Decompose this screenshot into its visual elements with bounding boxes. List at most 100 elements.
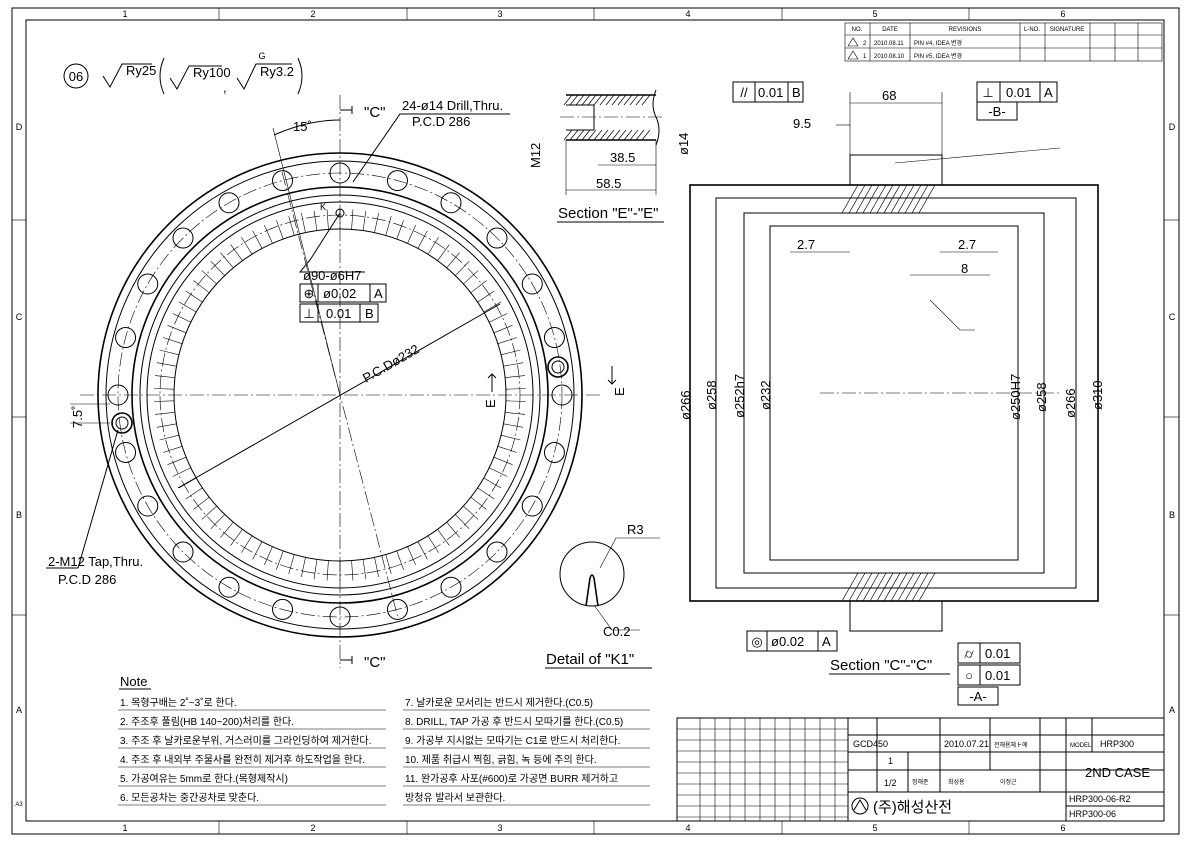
roundness-icon: ○: [965, 668, 973, 683]
pin-tooth: [396, 220, 404, 240]
hatch-line: [599, 94, 609, 106]
zone-row-left-b: B: [16, 510, 22, 520]
hatch-line: [641, 94, 651, 106]
hatch-line: [569, 129, 579, 141]
pin-tooth: [220, 521, 234, 538]
perpendicularity-frame-b: ⊥ 0.01 A -B-: [976, 81, 1058, 121]
rev-header-revisions: REVISIONS: [949, 27, 982, 33]
rev-header-no: NO.: [852, 27, 863, 33]
section-c-hatch: [841, 184, 936, 602]
drill-note-line2: P.C.D 286: [412, 114, 470, 129]
hatch-line: [911, 184, 929, 214]
pin-tooth: [497, 446, 517, 453]
pin-tooth: [407, 224, 416, 244]
hatch-line: [883, 184, 901, 214]
drill-hole: [172, 227, 194, 249]
note-right-8: 8. DRILL, TAP 가공 후 반드시 모따기를 한다.(C0.5): [405, 716, 623, 728]
hatch-line: [611, 129, 621, 141]
pin-tooth: [326, 209, 329, 230]
hatch-line: [904, 572, 922, 602]
rev-row-2-no: 2: [863, 41, 867, 47]
tb-date: 2010.07.21: [944, 739, 989, 749]
pcd-232-dimension-line: [177, 303, 501, 489]
pin-tooth: [505, 375, 526, 378]
pin-tooth: [163, 337, 183, 344]
pin-tooth: [500, 434, 521, 441]
hatch-line: [890, 572, 908, 602]
hatch-line: [876, 572, 894, 602]
zone-size-a3: A3: [15, 802, 23, 808]
detail-title: Detail of "K1": [546, 651, 634, 668]
pin-tooth: [493, 456, 513, 465]
zone-col-bottom-3: 3: [497, 823, 502, 833]
hatch-line: [563, 94, 573, 106]
drill-hole: [218, 576, 240, 598]
pin-tooth: [154, 400, 175, 402]
hatch-line: [575, 129, 585, 141]
drill-note-leader: [352, 113, 510, 183]
dim-9-5: 9.5: [793, 116, 811, 131]
hatch-line: [862, 184, 880, 214]
zone-row-right-d: D: [1169, 122, 1176, 132]
tb-qty: 1: [888, 756, 893, 766]
pin-tooth: [210, 514, 225, 530]
section-e-label-right: E: [612, 387, 627, 396]
hatch-line: [635, 94, 645, 106]
angle-7-5-label: 7.5˚: [70, 406, 85, 428]
hatch-line: [605, 129, 615, 141]
tap-hole: [547, 356, 569, 378]
hatch-line: [587, 94, 597, 106]
section-e-m12: M12: [528, 143, 543, 168]
hatch-line: [883, 572, 901, 602]
rev-row-2-date: 2010.08.11: [874, 41, 904, 47]
part-number: 06: [69, 69, 83, 84]
pin-tooth: [470, 280, 487, 294]
pin-tooth: [301, 213, 306, 233]
pin-tooth: [407, 546, 416, 566]
drill-hole: [440, 576, 462, 598]
revision-triangle-icon: [847, 37, 859, 47]
dia-232: ø232: [758, 380, 773, 410]
pin-tooth: [230, 529, 243, 546]
rev-row-1-desc: PIN #5, IDEA 변경: [914, 52, 962, 60]
drill-hole: [486, 541, 508, 563]
hatch-line: [623, 129, 633, 141]
pin-tooth: [463, 270, 479, 285]
pin-tooth: [313, 210, 318, 231]
tap-hole: [111, 412, 133, 434]
pin-tooth: [288, 554, 295, 574]
pin-tooth: [463, 505, 479, 520]
hatch-line: [593, 129, 603, 141]
pin-tooth: [437, 244, 450, 261]
top-flange: [849, 154, 943, 186]
pin-tooth: [427, 237, 439, 255]
drill-hole: [543, 441, 565, 463]
drill-hole: [218, 192, 240, 214]
tb-model: HRP300: [1100, 739, 1134, 749]
drill-hole: [440, 192, 462, 214]
drill-hole: [386, 170, 408, 192]
drill-hole: [386, 598, 408, 620]
pin-tooth: [427, 535, 439, 553]
hatch-line: [848, 184, 866, 214]
rev-header-lno: L-NO.: [1024, 27, 1040, 33]
hatch-line: [841, 572, 859, 602]
pin-tooth: [276, 220, 284, 240]
dim-2-7-left: 2.7: [797, 237, 815, 252]
dia-266-right: ø266: [1063, 388, 1078, 418]
tb-checked: 최성용: [948, 778, 965, 786]
pin-tooth: [477, 290, 495, 303]
pin-tooth: [288, 216, 295, 236]
pin-tooth: [154, 412, 175, 415]
hatch-line: [904, 184, 922, 214]
drill-hole: [115, 441, 137, 463]
hatch-line: [617, 129, 627, 141]
pcd-232-label: P.C.Dø232: [360, 341, 422, 385]
surface-finish-icon: [102, 63, 152, 88]
drill-hole: [137, 495, 159, 517]
pin-tooth: [455, 260, 470, 276]
frame-ticks: [12, 8, 1179, 834]
pin-tooth: [159, 434, 180, 441]
pin-tooth: [167, 325, 187, 334]
